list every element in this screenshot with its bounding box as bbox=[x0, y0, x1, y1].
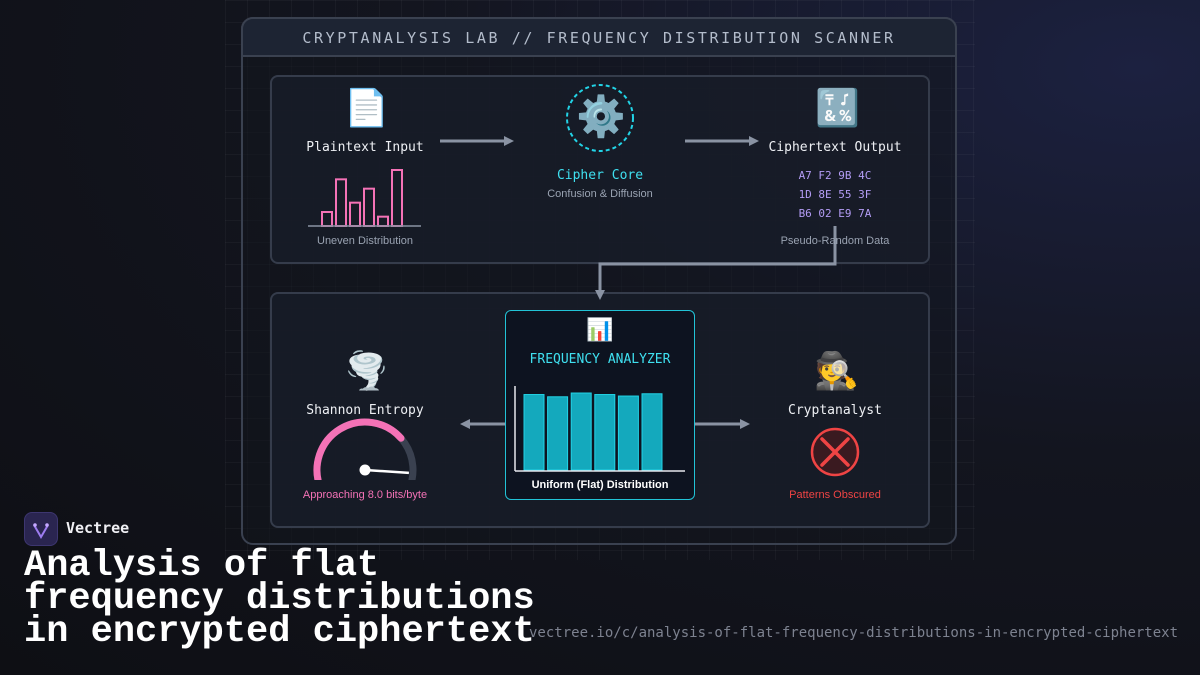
article-url[interactable]: vectree.io/c/analysis-of-flat-frequency-… bbox=[529, 625, 1179, 641]
encryption-panel bbox=[270, 75, 930, 264]
entropy-gauge bbox=[313, 418, 417, 480]
bar-chart-icon: 📊 bbox=[586, 318, 614, 343]
logo-mark-icon bbox=[33, 523, 49, 539]
analyzer-title: FREQUENCY ANALYZER bbox=[529, 352, 671, 367]
arrow-output-to-analyzer bbox=[595, 226, 837, 300]
hex-line-1: A7 F2 9B 4C bbox=[798, 169, 872, 182]
plaintext-bar bbox=[321, 211, 333, 227]
detective-icon: 🕵️ bbox=[814, 351, 859, 392]
plaintext-bar bbox=[335, 178, 347, 228]
headline-line: frequency distributions bbox=[24, 578, 535, 620]
headline: Analysis of flat frequency distributions… bbox=[24, 545, 584, 653]
analyzer-bar bbox=[594, 394, 616, 471]
ciphertext-caption: Pseudo-Random Data bbox=[780, 235, 890, 247]
flat-histogram bbox=[514, 386, 685, 472]
cipher-core-ring bbox=[566, 84, 634, 152]
cryptanalyst-label: Cryptanalyst bbox=[788, 403, 882, 418]
analyzer-bar bbox=[617, 395, 639, 471]
headline-line: in encrypted ciphertext bbox=[24, 611, 535, 653]
cipher-core-label: Cipher Core bbox=[556, 168, 644, 183]
analyzer-bar bbox=[523, 394, 545, 471]
plaintext-bar bbox=[363, 187, 375, 227]
symbols-icon: 🔣 bbox=[815, 88, 860, 129]
analyzer-bar bbox=[641, 393, 663, 471]
plaintext-bar bbox=[377, 215, 389, 228]
gear-icon: ⚙️ bbox=[576, 94, 626, 140]
document-icon: 📄 bbox=[344, 88, 389, 129]
scanner-title: CRYPTANALYSIS LAB // FREQUENCY DISTRIBUT… bbox=[241, 17, 957, 57]
hex-line-3: B6 02 E9 7A bbox=[798, 207, 872, 220]
analyzer-bar bbox=[547, 396, 569, 471]
entropy-caption: Approaching 8.0 bits/byte bbox=[302, 489, 428, 501]
entropy-label: Shannon Entropy bbox=[306, 403, 424, 418]
tornado-icon: 🌪️ bbox=[344, 351, 389, 392]
analyzer-caption: Uniform (Flat) Distribution bbox=[531, 479, 669, 491]
gauge-needle bbox=[364, 468, 409, 475]
plaintext-caption: Uneven Distribution bbox=[317, 235, 413, 247]
brand-name: Vectree bbox=[66, 519, 130, 537]
hex-line-2: 1D 8E 55 3F bbox=[798, 188, 872, 201]
blocked-icon bbox=[810, 427, 860, 477]
ciphertext-label: Ciphertext Output bbox=[768, 140, 902, 155]
plaintext-histogram bbox=[308, 169, 421, 228]
cipher-core-caption: Confusion & Diffusion bbox=[547, 188, 653, 200]
headline-line: Analysis of flat bbox=[24, 545, 380, 587]
vectree-logo bbox=[24, 512, 58, 546]
analyzer-bar bbox=[570, 392, 592, 471]
gauge-fill bbox=[313, 418, 405, 480]
plaintext-bar bbox=[349, 201, 361, 228]
plaintext-bar bbox=[391, 169, 403, 227]
gauge-hub bbox=[359, 464, 371, 476]
plaintext-label: Plaintext Input bbox=[306, 140, 424, 155]
cryptanalyst-caption: Patterns Obscured bbox=[789, 489, 881, 501]
